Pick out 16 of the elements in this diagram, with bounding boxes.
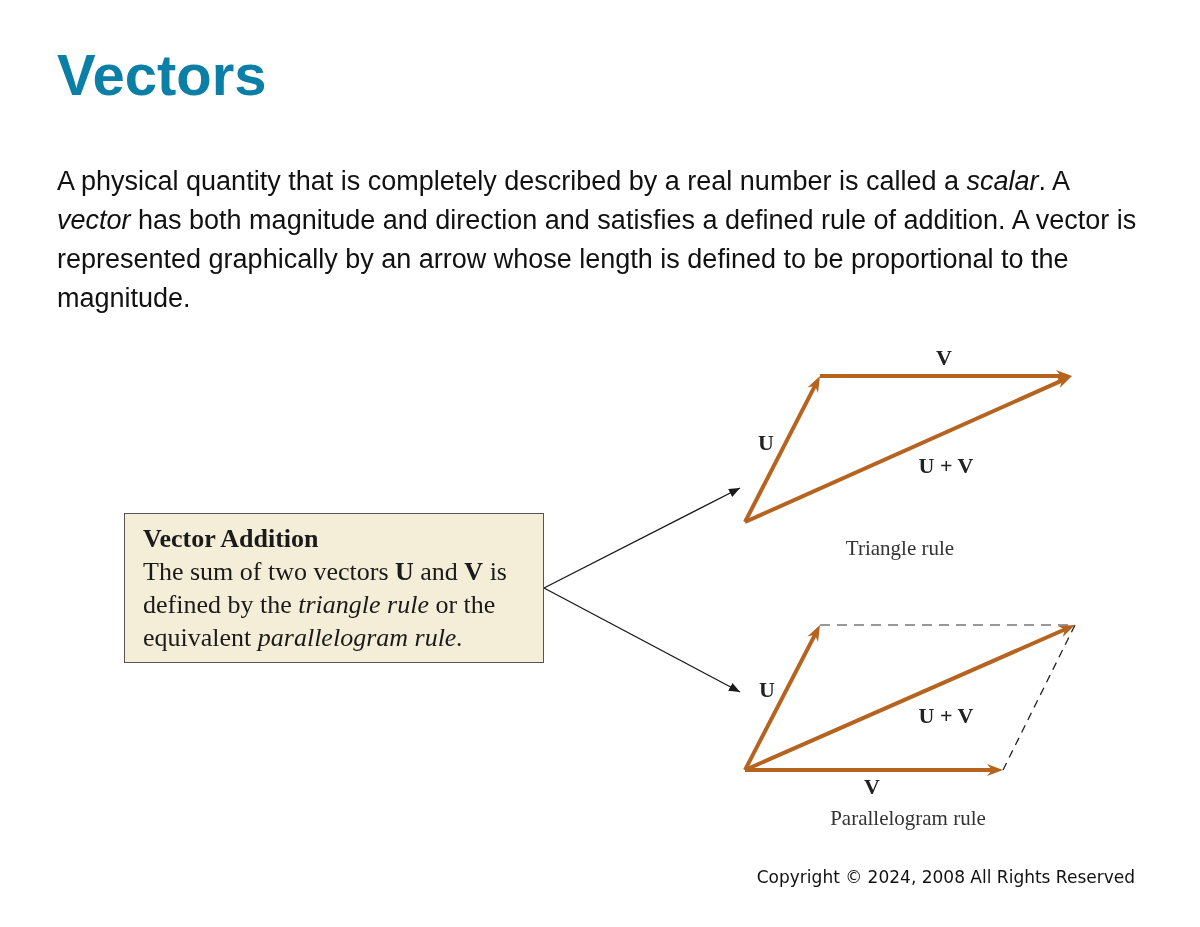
diagram-caption: Parallelogram rule [830,806,986,830]
box-text: The sum of two vectors U and V is defined by the triangle rule or the equivalent parallelogram rule. [143,556,508,654]
vector-label: V [864,775,880,799]
body-paragraph: A physical quantity that is completely described by a real number is called a scalar. A vector has both magnitude and direction and satisfies a defined rule of addition. A vector is represented graphically by an arrow whose length is defined to be proportional to the magnitude. [57,165,1138,315]
vector-label: U [758,431,774,455]
box-heading: Vector Addition [143,523,319,555]
definition-box [124,513,544,663]
arrow [543,587,741,693]
vector-label: U + V [918,454,974,478]
vector-label: V [936,346,952,370]
copyright-notice: Copyright © 2024, 2008 All Rights Reserved [756,866,1135,888]
diagram-caption: Triangle rule [845,536,955,560]
arrow [543,487,741,589]
slide-title: Vectors [57,41,267,109]
vector-label: U [759,678,775,702]
vector-label: U + V [918,704,974,728]
